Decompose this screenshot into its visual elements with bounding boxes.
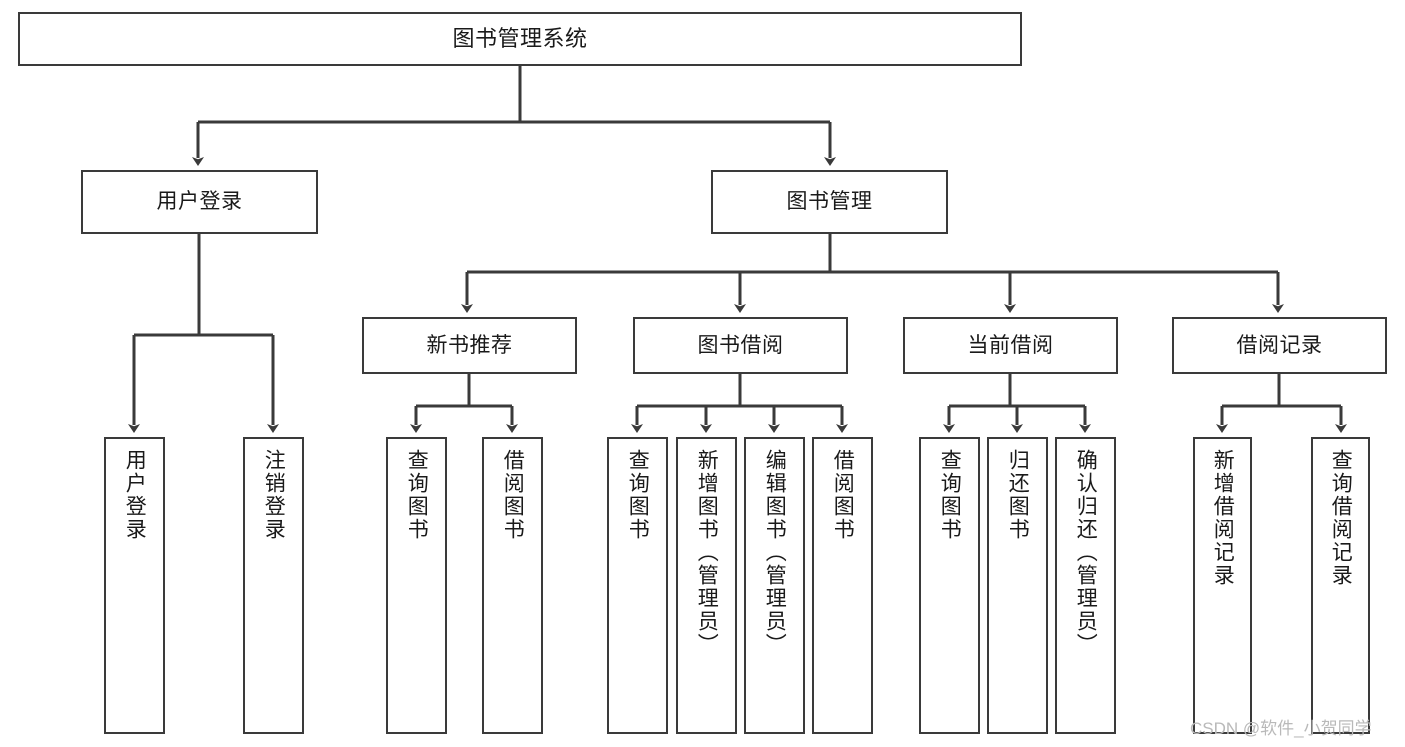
- node-user-login[interactable]: 用户登录: [81, 170, 318, 234]
- node-leaf-edit-book-label: 编辑图书（管理员）: [763, 449, 787, 656]
- node-book-borrow[interactable]: 图书借阅: [633, 317, 848, 374]
- node-root[interactable]: 图书管理系统: [18, 12, 1022, 66]
- node-book-manage-label: 图书管理: [786, 190, 873, 214]
- node-leaf-query-book-3[interactable]: 查询图书: [919, 437, 980, 734]
- node-leaf-return-book-label: 归还图书: [1006, 449, 1030, 541]
- node-leaf-query-book-3-label: 查询图书: [938, 449, 962, 541]
- node-leaf-borrow-book-1-label: 借阅图书: [501, 449, 525, 541]
- node-root-label: 图书管理系统: [452, 25, 588, 51]
- node-leaf-add-record[interactable]: 新增借阅记录: [1193, 437, 1252, 734]
- node-leaf-borrow-book-2-label: 借阅图书: [831, 449, 855, 541]
- node-leaf-query-book-2-label: 查询图书: [626, 449, 650, 541]
- node-leaf-user-login[interactable]: 用户登录: [104, 437, 165, 734]
- node-leaf-add-book-label: 新增图书（管理员）: [695, 449, 719, 656]
- node-leaf-query-record[interactable]: 查询借阅记录: [1311, 437, 1370, 734]
- node-book-borrow-label: 图书借阅: [697, 333, 784, 357]
- node-leaf-edit-book[interactable]: 编辑图书（管理员）: [744, 437, 805, 734]
- node-leaf-return-book[interactable]: 归还图书: [987, 437, 1048, 734]
- node-leaf-add-book[interactable]: 新增图书（管理员）: [676, 437, 737, 734]
- node-leaf-borrow-book-1[interactable]: 借阅图书: [482, 437, 543, 734]
- node-book-manage[interactable]: 图书管理: [711, 170, 948, 234]
- watermark: CSDN @软件_小贺同学: [1190, 719, 1372, 738]
- node-leaf-query-record-label: 查询借阅记录: [1329, 449, 1353, 587]
- node-leaf-user-login-label: 用户登录: [123, 449, 147, 541]
- node-leaf-confirm-return[interactable]: 确认归还（管理员）: [1055, 437, 1116, 734]
- node-user-login-label: 用户登录: [156, 190, 243, 214]
- node-new-book-recommend-label: 新书推荐: [426, 333, 513, 357]
- node-leaf-query-book-1[interactable]: 查询图书: [386, 437, 447, 734]
- node-current-borrow-label: 当前借阅: [967, 333, 1054, 357]
- node-new-book-recommend[interactable]: 新书推荐: [362, 317, 577, 374]
- node-current-borrow[interactable]: 当前借阅: [903, 317, 1118, 374]
- node-leaf-logout-label: 注销登录: [262, 449, 286, 541]
- node-leaf-logout[interactable]: 注销登录: [243, 437, 304, 734]
- node-leaf-add-record-label: 新增借阅记录: [1211, 449, 1235, 587]
- node-borrow-record[interactable]: 借阅记录: [1172, 317, 1387, 374]
- node-borrow-record-label: 借阅记录: [1236, 333, 1323, 357]
- node-leaf-query-book-2[interactable]: 查询图书: [607, 437, 668, 734]
- node-leaf-query-book-1-label: 查询图书: [405, 449, 429, 541]
- node-leaf-confirm-return-label: 确认归还（管理员）: [1074, 449, 1098, 656]
- node-leaf-borrow-book-2[interactable]: 借阅图书: [812, 437, 873, 734]
